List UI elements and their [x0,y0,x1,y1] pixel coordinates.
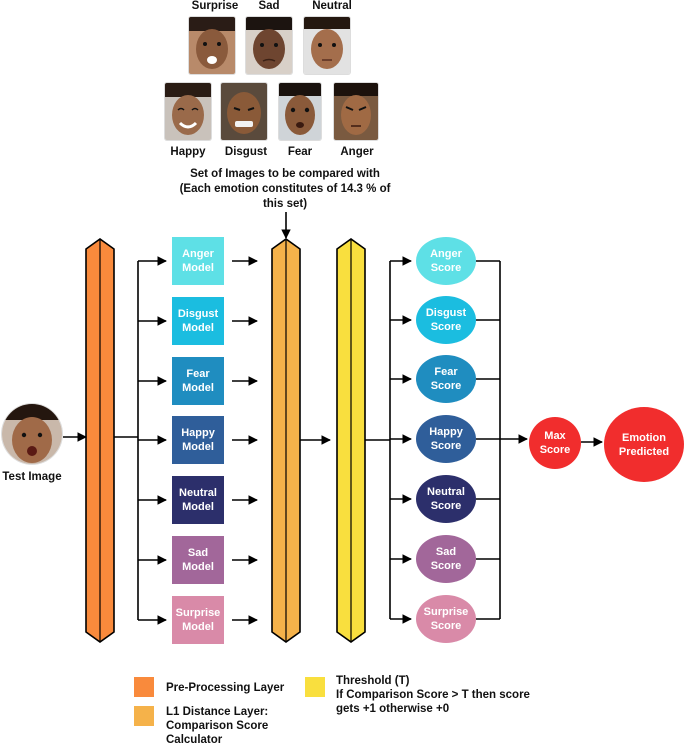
model-box-surprise: Surprise Model [172,596,224,644]
test-image [2,404,62,464]
face-label-disgust: Disgust [224,146,268,158]
score-circle-happy: Happy Score [416,415,476,463]
legend-swatch-l1-distance [134,706,154,726]
score-circle-anger: Anger Score [416,237,476,285]
max-score-node: Max Score [529,417,581,469]
face-label-fear: Fear [287,146,313,158]
score-circle-fear: Fear Score [416,355,476,403]
model-box-anger: Anger Model [172,237,224,285]
face-image-sad [246,17,292,74]
face-image-surprise [189,17,235,74]
model-box-neutral: Neutral Model [172,476,224,524]
legend-swatch-threshold [305,677,325,697]
face-image-happy [165,83,211,140]
face-image-neutral [304,17,350,74]
face-image-disgust [221,83,267,140]
score-circle-sad: Sad Score [416,535,476,583]
model-box-disgust: Disgust Model [172,297,224,345]
face-label-happy: Happy [170,146,206,158]
score-circle-neutral: Neutral Score [416,475,476,523]
legend-label-l1-distance: L1 Distance Layer: Comparison Score Calc… [166,706,269,746]
face-label-neutral: Neutral [312,0,352,12]
threshold-layer [336,238,366,643]
legend-label-threshold: Threshold (T) If Comparison Score > T th… [336,675,530,715]
model-box-fear: Fear Model [172,357,224,405]
legend-label-preprocessing: Pre-Processing Layer [166,682,285,694]
model-box-happy: Happy Model [172,416,224,464]
test-image-label: Test Image [2,471,62,483]
emotion-predicted-node: Emotion Predicted [604,407,684,482]
face-label-surprise: Surprise [191,0,239,12]
legend-swatch-preprocessing [134,677,154,697]
face-label-sad: Sad [258,0,280,12]
reference-set-caption: Set of Images to be compared with (Each … [179,168,391,210]
model-box-sad: Sad Model [172,536,224,584]
score-circle-surprise: Surprise Score [416,595,476,643]
face-label-anger: Anger [340,146,374,158]
score-circle-disgust: Disgust Score [416,296,476,344]
face-image-fear [279,83,321,140]
l1-distance-layer [271,238,301,643]
face-image-anger [334,83,378,140]
preprocessing-layer [85,238,115,643]
